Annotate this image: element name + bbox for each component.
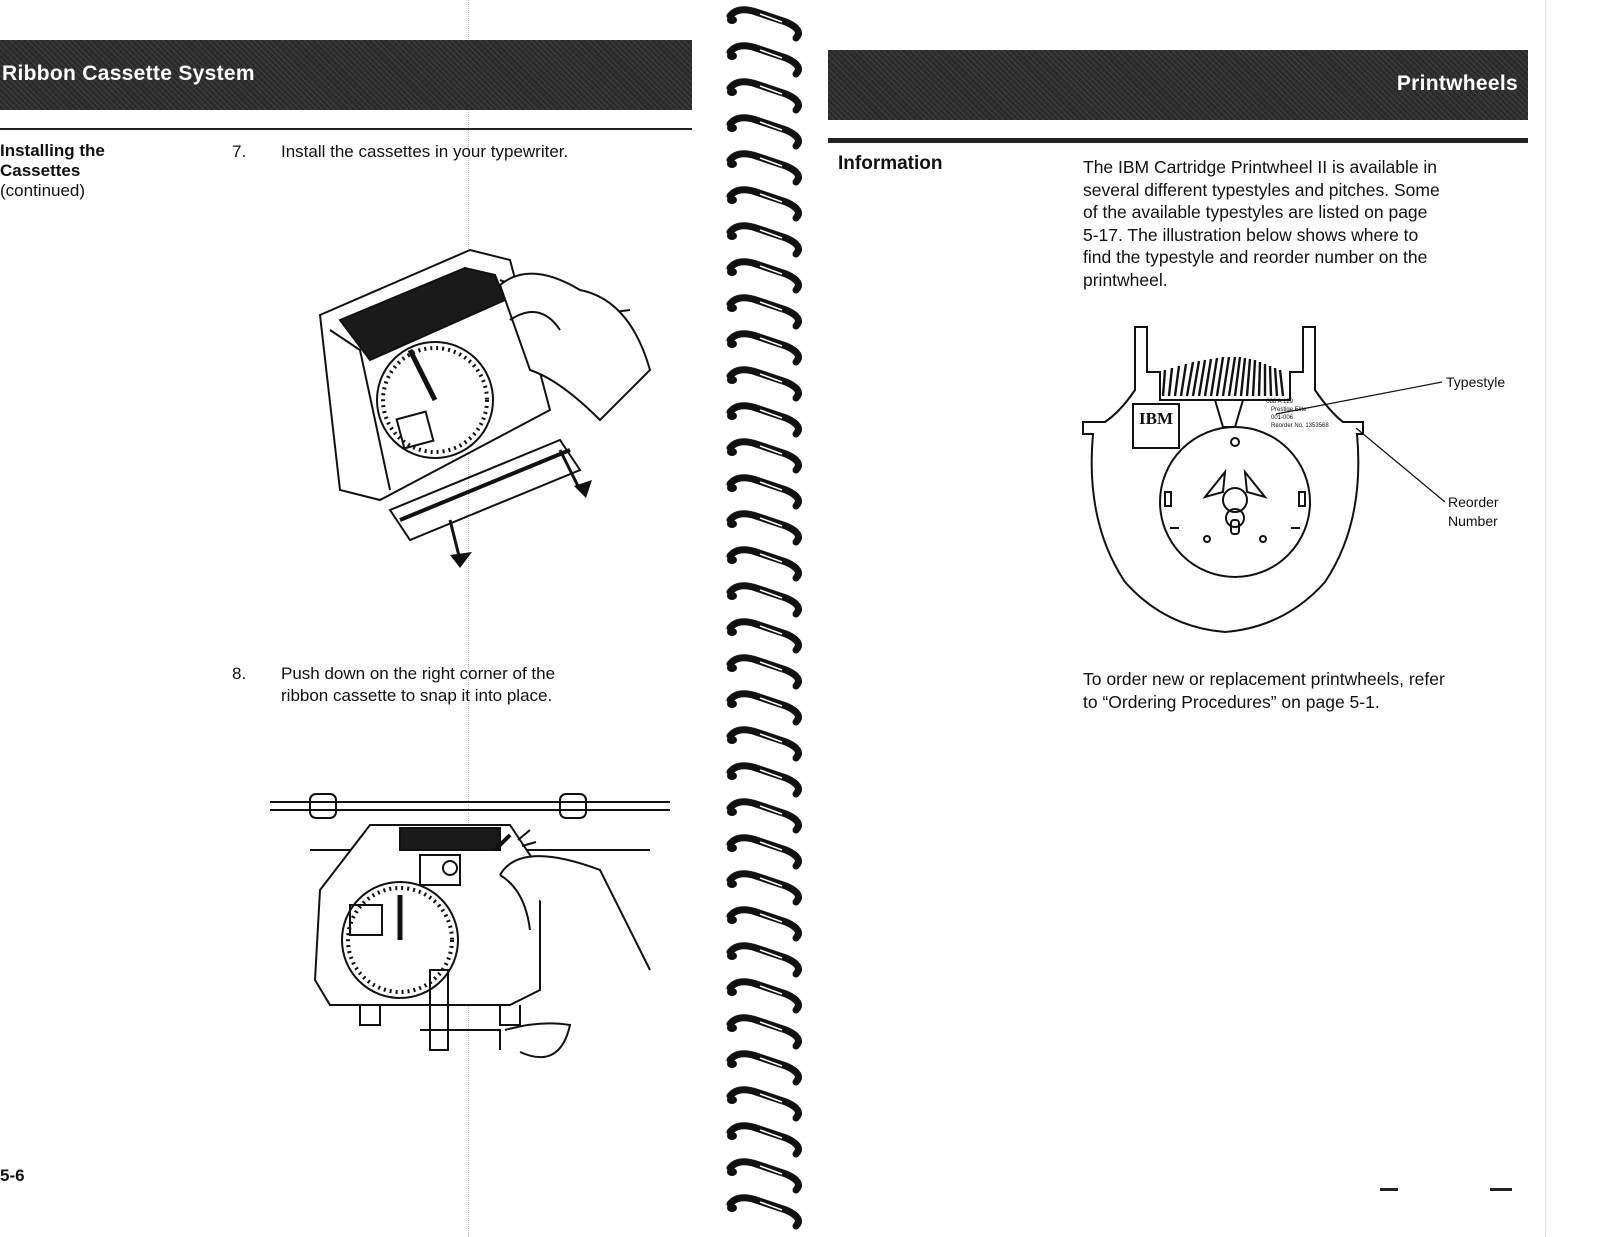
spiral-coil bbox=[726, 582, 802, 618]
info-line-5: find the typestyle and reorder number on… bbox=[1083, 247, 1428, 267]
callout-reorder-number: Reorder Number bbox=[1448, 493, 1499, 531]
spiral-coil bbox=[726, 42, 802, 78]
left-header-rule bbox=[0, 128, 692, 130]
fold-line-right bbox=[1545, 0, 1546, 1237]
section-label-line2: Cassettes bbox=[0, 161, 81, 180]
right-page-number-fragment bbox=[1380, 1188, 1398, 1191]
spiral-coil bbox=[726, 870, 802, 906]
printwheel-illustration: IBM 088 A 129 Prestige Elite 001-006 Reo… bbox=[1082, 326, 1364, 634]
section-label-information-text: Information bbox=[838, 153, 943, 174]
spiral-coil bbox=[726, 798, 802, 834]
right-header-rule bbox=[828, 138, 1528, 143]
callout-leaders bbox=[1275, 381, 1446, 503]
right-header-title: Printwheels bbox=[1396, 72, 1518, 95]
spiral-coil bbox=[726, 330, 802, 366]
spiral-coil bbox=[726, 1014, 802, 1050]
step-8-text-line2: ribbon cassette to snap it into place. bbox=[281, 686, 553, 705]
step-8: 8. Push down on the right corner of the … bbox=[232, 663, 672, 711]
spiral-coil bbox=[726, 942, 802, 978]
spiral-coil bbox=[726, 6, 802, 42]
spiral-coil bbox=[726, 1050, 802, 1086]
spiral-coil bbox=[726, 222, 802, 258]
spiral-coil bbox=[726, 1086, 802, 1122]
spiral-coil bbox=[726, 474, 802, 510]
printwheel-label-1: 088 A 129 bbox=[1266, 399, 1293, 405]
spiral-coil bbox=[726, 690, 802, 726]
spiral-coil bbox=[726, 294, 802, 330]
spiral-coil bbox=[726, 1122, 802, 1158]
cassette-install-illustration bbox=[318, 248, 652, 568]
spiral-coil bbox=[726, 114, 802, 150]
spiral-coil bbox=[726, 762, 802, 798]
spiral-coil bbox=[726, 978, 802, 1014]
info-line-1: The IBM Cartridge Printwheel II is avail… bbox=[1083, 157, 1438, 177]
spiral-coil bbox=[726, 402, 802, 438]
ordering-line-1: To order new or replacement printwheels,… bbox=[1083, 669, 1445, 689]
callout-reorder-line2: Number bbox=[1448, 513, 1498, 529]
spiral-coil bbox=[726, 258, 802, 294]
section-label-line1: Installing the bbox=[0, 141, 105, 160]
spiral-coil bbox=[726, 654, 802, 690]
cassette-snap-illustration bbox=[270, 793, 670, 1058]
spiral-coil bbox=[726, 1158, 802, 1194]
right-page-number-fragment-2 bbox=[1490, 1188, 1512, 1191]
spiral-coil bbox=[726, 438, 802, 474]
section-label-information: Information bbox=[838, 154, 943, 174]
spiral-coil bbox=[726, 150, 802, 186]
spiral-coil bbox=[726, 726, 802, 762]
printwheel-label-3: 001-006 bbox=[1271, 415, 1294, 421]
right-header-band: Printwheels bbox=[828, 50, 1528, 120]
spiral-coil bbox=[726, 546, 802, 582]
spiral-coil bbox=[726, 78, 802, 114]
info-line-4: 5-17. The illustration below shows where… bbox=[1083, 224, 1419, 245]
printwheel-label-4: Reorder No. 1353568 bbox=[1271, 423, 1329, 429]
step-7-number: 7. bbox=[232, 142, 247, 161]
printwheel-label-2: Prestige Elite bbox=[1271, 407, 1307, 413]
left-header-band: Ribbon Cassette System bbox=[0, 40, 692, 110]
info-line-3: of the available typestyles are listed o… bbox=[1083, 202, 1428, 222]
left-page-number: 5-6 bbox=[0, 1166, 25, 1185]
section-label-installing: Installing the Cassettes (continued) bbox=[0, 141, 105, 201]
callout-reorder-line1: Reorder bbox=[1448, 494, 1499, 510]
spiral-coil bbox=[726, 186, 802, 222]
spiral-coil bbox=[726, 834, 802, 870]
spiral-coil bbox=[726, 1194, 802, 1230]
spiral-coil bbox=[726, 510, 802, 546]
step-7: 7. Install the cassettes in your typewri… bbox=[232, 141, 672, 165]
spiral-coil bbox=[726, 366, 802, 402]
ordering-line-2: to “Ordering Procedures” on page 5-1. bbox=[1083, 691, 1380, 712]
info-paragraph: The IBM Cartridge Printwheel II is avail… bbox=[1083, 156, 1523, 291]
ordering-paragraph: To order new or replacement printwheels,… bbox=[1083, 668, 1533, 713]
fold-line-left bbox=[468, 0, 469, 1237]
spiral-coil bbox=[726, 618, 802, 654]
callout-typestyle: Typestyle bbox=[1446, 374, 1506, 390]
left-header-title: Ribbon Cassette System bbox=[2, 62, 255, 85]
info-line-2: several different typestyles and pitches… bbox=[1083, 179, 1440, 200]
spiral-coil bbox=[726, 906, 802, 942]
spiral-binding bbox=[726, 6, 802, 1230]
step-8-text-line1: Push down on the right corner of the bbox=[281, 664, 556, 683]
section-label-line3: (continued) bbox=[0, 181, 86, 200]
printwheel-logo: IBM bbox=[1139, 409, 1173, 428]
info-line-6: printwheel. bbox=[1083, 269, 1168, 290]
step-8-number: 8. bbox=[232, 664, 247, 683]
step-7-text: Install the cassettes in your typewriter… bbox=[281, 142, 569, 161]
